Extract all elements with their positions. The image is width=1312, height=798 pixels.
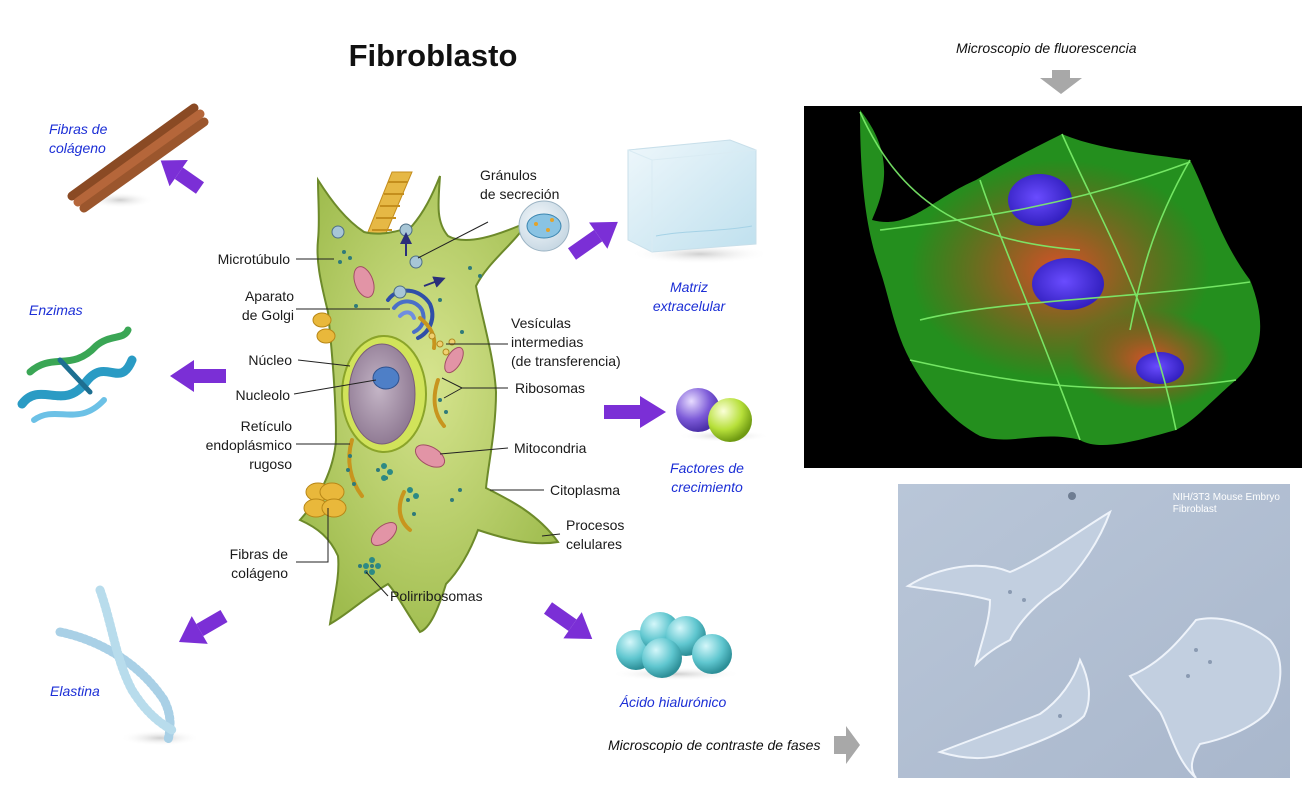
product-fibras-colageno: Fibras de colágeno [49, 120, 107, 158]
label-polirribosomas: Polirribosomas [390, 588, 483, 604]
label-granulos: Gránulos de secreción [480, 166, 559, 204]
enzyme-ribbon-illustration [17, 326, 137, 423]
label-granulos-line1: Gránulos [480, 167, 537, 183]
label-vesiculas-line3: (de transferencia) [511, 352, 621, 369]
label-microtubulo: Microtúbulo [217, 251, 290, 267]
secretory-granules-cell [331, 223, 446, 299]
label-fibras-colageno-cell: Fibras de colágeno [160, 545, 288, 583]
fibroblast-cell [298, 171, 560, 634]
cell-membrane [298, 175, 560, 634]
label-citoplasma: Citoplasma [550, 482, 621, 498]
nucleus [341, 335, 427, 453]
mitochondria [353, 266, 464, 546]
phase-contrast-label: Microscopio de contraste de fases [608, 737, 821, 753]
gray-arrows [834, 70, 1082, 764]
secretion-granule-illustration [518, 200, 570, 252]
product-factores-line1: Factores de [670, 460, 744, 476]
arrow-down-fluorescence [1040, 70, 1082, 94]
growth-factor-illustration [676, 388, 770, 442]
product-matriz-line1: Matriz [669, 279, 709, 295]
label-golgi: Aparato de Golgi [160, 287, 294, 325]
matrix-cube-illustration [627, 139, 770, 264]
phase-caption-line1: NIH/3T3 Mouse Embryo [1172, 492, 1280, 503]
label-golgi-line1: Aparato [244, 288, 294, 304]
label-fibras-line1: Fibras de [229, 546, 288, 562]
label-procesos: Procesos celulares [566, 516, 624, 554]
product-acido-hialuronico: Ácido hialurónico [619, 694, 727, 710]
page-title: Fibroblasto [348, 38, 518, 73]
product-matriz: Matriz extracelular [634, 278, 744, 316]
phase-caption-box: NIH/3T3 Mouse Embryo Fibroblast [898, 484, 1290, 778]
label-nucleo: Núcleo [248, 352, 292, 368]
fluorescence-label: Microscopio de fluorescencia [956, 40, 1137, 56]
collagen-fiber-cell [303, 312, 347, 518]
label-nucleolo: Nucleolo [235, 387, 290, 403]
product-fibras-line2: colágeno [49, 139, 106, 156]
phase-caption: NIH/3T3 Mouse Embryo Fibroblast [1173, 492, 1280, 516]
phase-contrast-micrograph [898, 484, 1290, 779]
label-procesos-line1: Procesos [566, 517, 625, 533]
product-factores-line2: crecimiento [671, 478, 743, 495]
hyaluronic-acid-illustration [610, 612, 742, 681]
nucleolus [372, 366, 400, 390]
product-factores: Factores de crecimiento [652, 459, 762, 497]
label-procesos-line2: celulares [566, 535, 623, 552]
label-vesiculas: Vesículas intermedias (de transferencia) [511, 314, 621, 371]
secretion-arrows [160, 159, 666, 644]
label-reticulo-line2: endoplásmico [205, 436, 292, 453]
fluorescence-micrograph [804, 106, 1302, 468]
polyribosomes [363, 463, 419, 575]
product-matriz-line2: extracelular [652, 297, 726, 314]
label-golgi-line2: de Golgi [241, 306, 294, 323]
label-mitocondria: Mitocondria [514, 440, 587, 456]
leader-lines [293, 221, 561, 597]
arrow-right-phase [834, 726, 860, 764]
elastin-illustration [55, 585, 200, 746]
label-vesiculas-line2: intermedias [511, 333, 584, 350]
rough-er [347, 316, 446, 532]
label-reticulo-line3: rugoso [249, 455, 292, 472]
label-vesiculas-line1: Vesículas [511, 315, 571, 331]
product-enzimas: Enzimas [29, 302, 83, 318]
product-elastina: Elastina [50, 683, 100, 699]
label-fibras-line2: colágeno [231, 564, 288, 581]
label-ribosomas: Ribosomas [515, 380, 586, 396]
phase-caption-line2: Fibroblast [1172, 504, 1217, 515]
product-fibras-line1: Fibras de [49, 121, 108, 137]
label-reticulo: Retículo endoplásmico rugoso [160, 417, 292, 474]
label-granulos-line2: de secreción [480, 185, 560, 202]
collagen-fibers-illustration [67, 103, 209, 213]
label-reticulo-line1: Retículo [240, 418, 292, 434]
